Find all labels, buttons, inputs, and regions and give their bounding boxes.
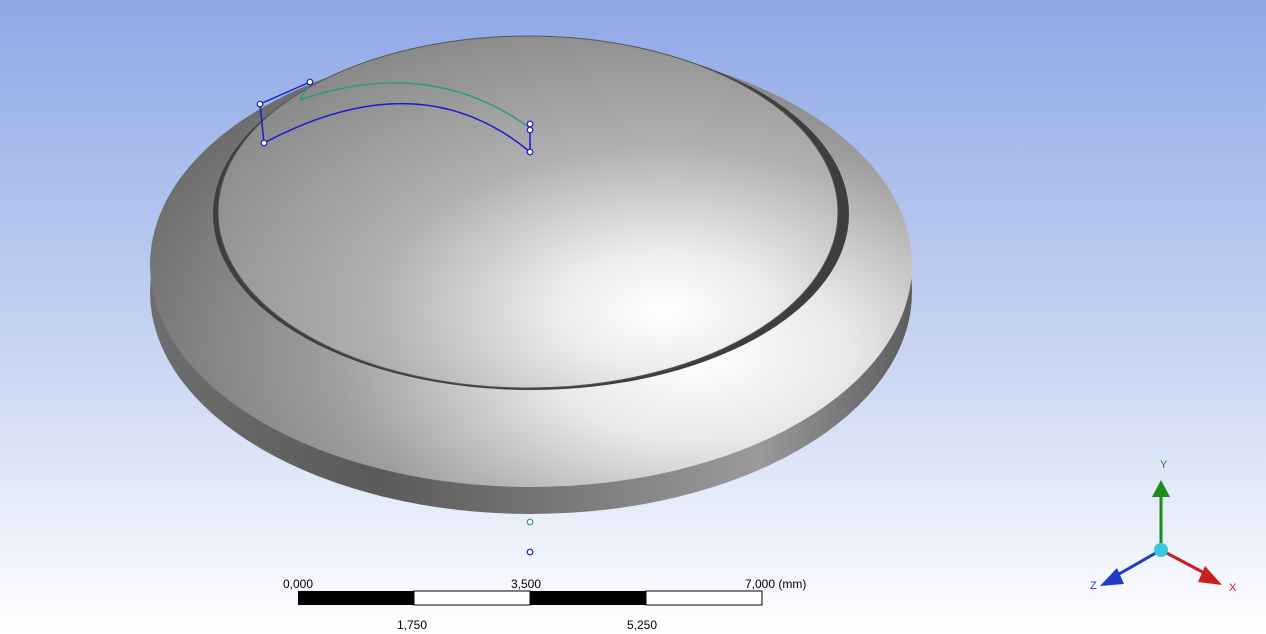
sketch-line-left [259, 103, 265, 144]
dome-surface [217, 35, 839, 389]
sketch-point [526, 120, 534, 128]
z-axis-arrow [1100, 568, 1124, 586]
scale-tick-7000: 7,000 (mm) [745, 577, 807, 591]
sketch-geometry [256, 78, 534, 556]
axis-triad [1100, 480, 1222, 586]
scale-bar [298, 590, 763, 606]
sketch-arc-blue [263, 103, 531, 153]
sketch-line-short [299, 81, 311, 101]
model-body [150, 35, 912, 514]
triad-origin [1154, 543, 1168, 557]
scale-tick-5250: 5,250 [627, 618, 658, 632]
sketch-arc-teal [299, 82, 531, 129]
y-axis-label: Y [1160, 459, 1168, 471]
scale-tick-0: 0,000 [283, 577, 314, 591]
sketch-line-top [259, 81, 311, 105]
sketch-point [260, 139, 268, 147]
sketch-point [526, 548, 534, 556]
scale-tick-3500: 3,500 [511, 577, 542, 591]
sketch-point [306, 78, 314, 86]
z-axis-label: Z [1090, 580, 1097, 592]
x-axis-arrow [1198, 566, 1222, 585]
sketch-point [256, 100, 264, 108]
sketch-point [526, 126, 534, 134]
scale-tick-1750: 1,750 [397, 618, 428, 632]
sketch-point [526, 148, 534, 156]
y-axis-arrow [1152, 480, 1170, 497]
x-axis-label: X [1229, 582, 1237, 594]
sketch-point [526, 518, 534, 526]
